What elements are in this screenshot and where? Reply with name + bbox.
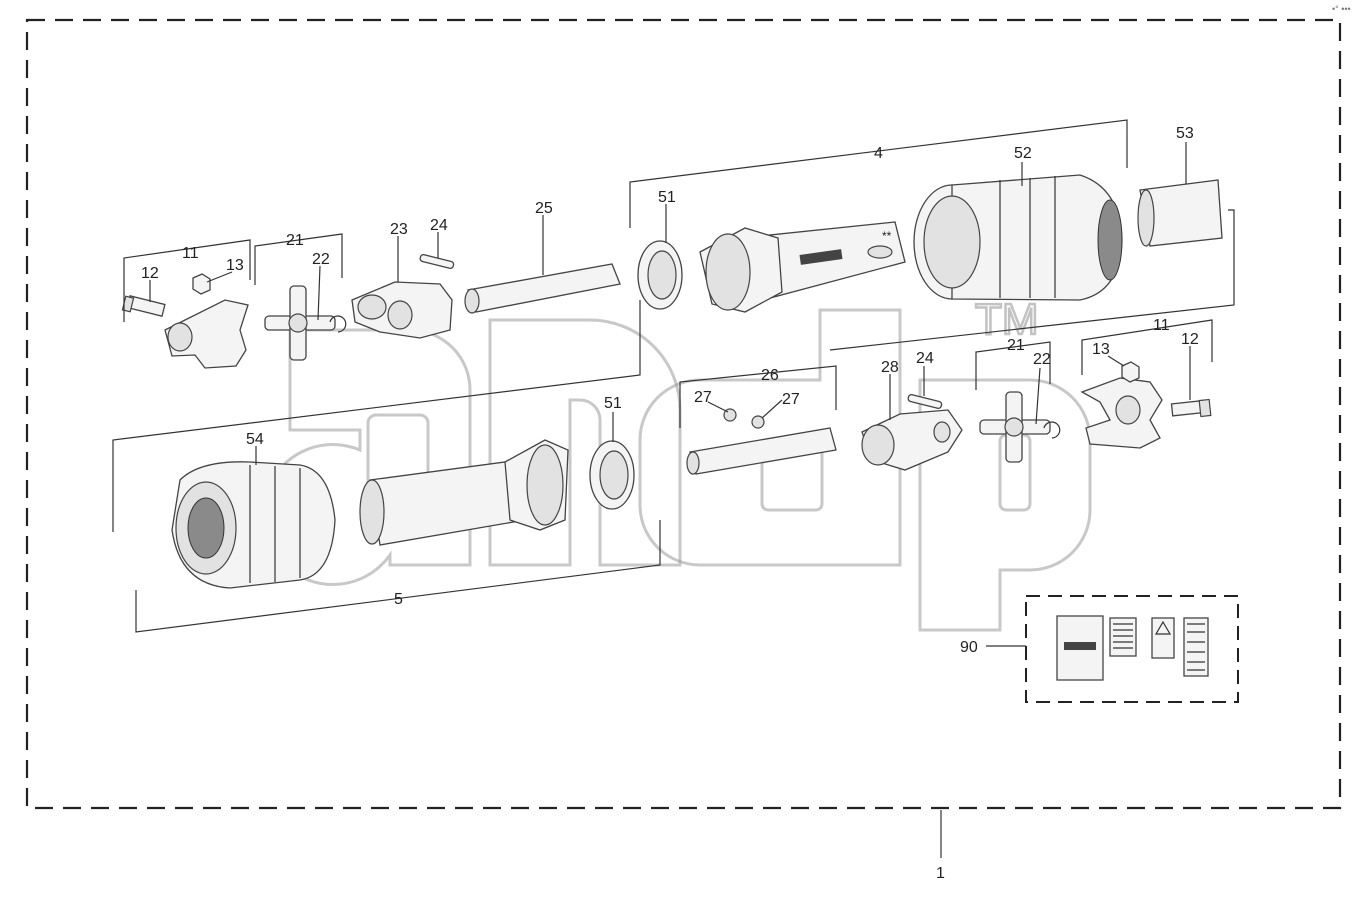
part-yoke-11-left (164, 299, 249, 369)
part-nut-13-right (1121, 361, 1140, 383)
part-protection-cone-54 (171, 461, 336, 589)
callout-12-left: 12 (141, 265, 159, 282)
callout-52: 52 (1014, 145, 1032, 162)
part-bolt-12-left (121, 295, 166, 317)
assembly-border (25, 18, 1342, 810)
callout-51-upper: 51 (658, 189, 676, 206)
part-inner-tube-26 (686, 427, 837, 475)
part-yoke-28 (861, 409, 963, 471)
part-bearing-ring-51-upper (637, 240, 683, 310)
callout-24-upper: 24 (430, 217, 448, 234)
callout-27-a: 27 (694, 389, 712, 406)
callout-13-right: 13 (1092, 341, 1110, 358)
callout-22-right: 22 (1033, 351, 1051, 368)
part-outer-tube-with-cone (699, 221, 906, 313)
part-sleeve-53 (1137, 179, 1223, 247)
callout-23: 23 (390, 221, 408, 238)
callout-28: 28 (881, 359, 899, 376)
callout-4: 4 (874, 145, 883, 162)
brackets (112, 119, 1235, 858)
part-protection-cone-52 (913, 174, 1123, 301)
callout-51-lower: 51 (604, 395, 622, 412)
part-cross-21-right (979, 391, 1051, 463)
part-bearing-ring-51-lower (589, 440, 635, 510)
callout-22-left: 22 (312, 251, 330, 268)
callout-27-b: 27 (782, 391, 800, 408)
callout-90: 90 (960, 639, 978, 656)
part-inner-tube-25 (464, 263, 621, 314)
callout-13-left: 13 (226, 257, 244, 274)
callout-5: 5 (394, 591, 403, 608)
callout-26: 26 (761, 367, 779, 384)
part-nut-13-left (192, 273, 211, 295)
part-pin-24-upper (419, 253, 455, 270)
double-star-mark: ** (882, 229, 892, 243)
part-circlip-22-right (1043, 421, 1061, 439)
callout-54: 54 (246, 431, 264, 448)
callout-21-right: 21 (1007, 337, 1025, 354)
callout-21-left: 21 (286, 232, 304, 249)
watermark: TM (261, 294, 1092, 632)
callout-1: 1 (936, 865, 945, 882)
callout-53: 53 (1176, 125, 1194, 142)
label-kit-90 (1025, 595, 1239, 703)
callout-12-right: 12 (1181, 331, 1199, 348)
part-bolt-12-right (1170, 398, 1212, 418)
part-cross-21-left (264, 285, 336, 361)
callout-11-right: 11 (1153, 317, 1170, 334)
part-outer-tube-5 (359, 439, 569, 546)
part-yoke-11-right (1080, 377, 1163, 449)
part-yoke-23 (351, 281, 453, 339)
corner-mark: •° ••• (1332, 4, 1351, 14)
callout-25: 25 (535, 200, 553, 217)
callout-24-lower: 24 (916, 350, 934, 367)
part-circlip-22-left (329, 315, 347, 333)
watermark-tm: TM (975, 295, 1039, 344)
part-screw-27-b (751, 415, 765, 429)
callout-labels: 1 4 5 11 12 13 21 22 23 24 25 51 52 53 5… (141, 125, 1199, 882)
callout-11-left: 11 (182, 245, 199, 262)
part-pin-24-lower (907, 393, 943, 410)
